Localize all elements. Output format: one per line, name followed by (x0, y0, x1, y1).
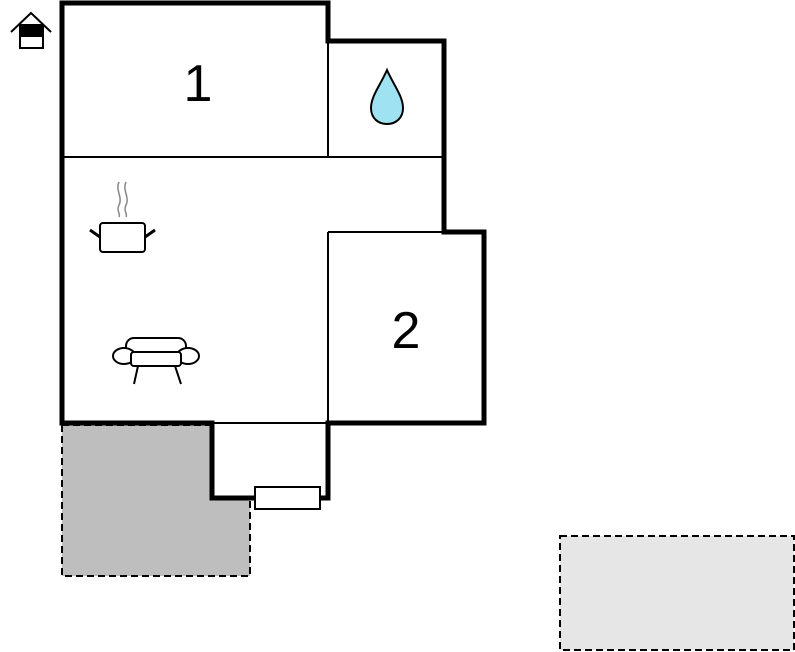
cooking-pot-icon (89, 181, 156, 253)
entrance-door (254, 486, 321, 510)
outdoor-area-light (559, 535, 795, 651)
room-label-2: 2 (392, 302, 421, 360)
outer-walls (59, 0, 487, 501)
room-label-1: 1 (184, 55, 213, 113)
water-drop-icon (369, 67, 405, 126)
sofa-icon (112, 337, 200, 385)
inner-walls (62, 42, 444, 424)
house-entrance-icon (10, 11, 52, 49)
